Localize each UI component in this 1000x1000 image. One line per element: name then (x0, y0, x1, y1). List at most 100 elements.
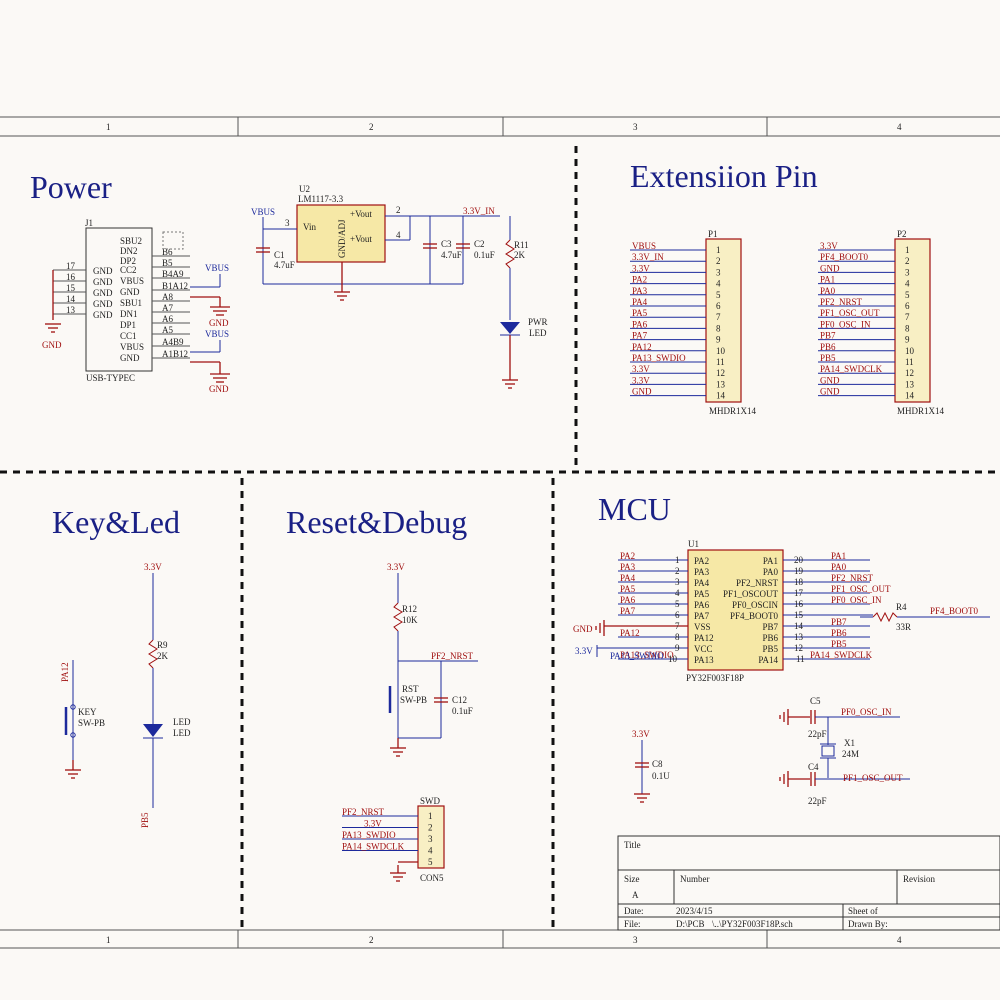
j1-mid-pin: DP1 (120, 320, 136, 330)
p1-name: MHDR1X14 (709, 406, 757, 416)
mcu-left-num: 2 (675, 566, 680, 576)
key-swpb: SW-PB (78, 718, 105, 728)
j1-left-num: 14 (66, 294, 76, 304)
section-dividers (0, 146, 1000, 928)
vbus-label-2: VBUS (205, 329, 229, 339)
p1-net: PA6 (632, 319, 648, 329)
j1-left-pin: GND (93, 299, 113, 309)
j1-mid-pin: VBUS (120, 342, 144, 352)
led-label: LED (173, 717, 191, 727)
p2-pin-num: 3 (905, 267, 910, 277)
mcu-right-num: 20 (794, 555, 804, 565)
r4-value: 33R (896, 622, 911, 632)
tb-drawn: Drawn By: (848, 919, 888, 929)
p2-net: PA1 (820, 275, 835, 285)
p1-pin-num: 9 (716, 335, 721, 345)
swd-pin-num: 3 (428, 834, 433, 844)
j1-right-num: B5 (162, 258, 173, 268)
tb-revision: Revision (903, 874, 936, 884)
mcu-33v-label: 3.3V (575, 646, 593, 656)
p2-pin-num: 11 (905, 357, 914, 367)
p2-pin-num: 7 (905, 312, 910, 322)
swd-net: 3.3V (364, 819, 382, 829)
mcu-right-num: 13 (794, 632, 804, 642)
mcu-left-net: PA12 (620, 628, 640, 638)
mcu-right-num: 11 (796, 654, 805, 664)
j1-mid-pin: CC2 (120, 265, 137, 275)
p1-net: 3.3V (632, 263, 650, 273)
j1-right-pin: SBU2 (120, 236, 142, 246)
mcu-left-pin: PA12 (694, 633, 714, 643)
p2-net: PF2_NRST (820, 297, 863, 307)
j1-right-pin: DP2 (120, 256, 136, 266)
u2-vout1: +Vout (350, 209, 372, 219)
col-label-1: 1 (106, 122, 111, 132)
p2-pin-num: 13 (905, 379, 915, 389)
c12-value: 0.1uF (452, 706, 473, 716)
p2-pin-num: 12 (905, 368, 914, 378)
c1-ref: C1 (274, 250, 285, 260)
c4-value: 22pF (808, 796, 827, 806)
mcu-left-num: 9 (675, 643, 680, 653)
j1-right-num: B4A9 (162, 269, 184, 279)
mcu-right-net: PB6 (831, 628, 847, 638)
mcu-gnd-label: GND (573, 624, 593, 634)
crystal-circuit: C5 22pF PF0_OSC_IN X1 24M C4 22pF PF1_OS… (779, 696, 910, 806)
j1-right-num: A8 (162, 292, 173, 302)
led-label-2: LED (173, 728, 191, 738)
c3-value: 4.7uF (441, 250, 462, 260)
p1-net: 3.3V_IN (632, 252, 664, 262)
p1-pin-num: 1 (716, 245, 721, 255)
p1-pin-num: 3 (716, 267, 721, 277)
u1-ref: U1 (688, 539, 699, 549)
j1-ref: J1 (85, 218, 93, 228)
swd-pin-num: 1 (428, 811, 433, 821)
j1-right-num: A1B12 (162, 349, 188, 359)
tb-date-value: 2023/4/15 (676, 906, 713, 916)
u2-name: LM1117-3.3 (298, 194, 344, 204)
tb-file-value: D:\PCB (676, 919, 705, 929)
gnd-label-2: GND (209, 384, 229, 394)
c4-ref: C4 (808, 762, 819, 772)
p1-net: 3.3V (632, 375, 650, 385)
decoupling-c8: 3.3V C8 0.1U (632, 729, 670, 803)
j1-left-num: 15 (66, 283, 76, 293)
j1-left-num: 16 (66, 272, 76, 282)
p2-pin-num: 8 (905, 323, 910, 333)
mcu-left-net: PA6 (620, 595, 636, 605)
j1-mid-pin: CC1 (120, 331, 137, 341)
key-led-circuit: PA12 KEY SW-PB 3.3V R9 2K LED LED PB5 (60, 562, 191, 828)
mcu-right-net: PF2_NRST (831, 573, 874, 583)
mcu-right-num: 12 (794, 643, 803, 653)
c2-ref: C2 (474, 239, 485, 249)
rst-swpb: SW-PB (400, 695, 427, 705)
p1-pin-num: 7 (716, 312, 721, 322)
mcu-left-net: PA3 (620, 562, 636, 572)
j1-name: USB-TYPEC (86, 373, 135, 383)
mcu-left-pin: PA3 (694, 567, 710, 577)
gnd-label-1: GND (209, 318, 229, 328)
p1-pin-num: 6 (716, 301, 721, 311)
x1-ref: X1 (844, 738, 855, 748)
mcu-right-num: 18 (794, 577, 804, 587)
mcu-left-pin: PA4 (694, 578, 710, 588)
p1-net: 3.3V (632, 364, 650, 374)
u2-pin2: 2 (396, 205, 401, 215)
mcu-right-net: PA14_SWDCLK (810, 650, 873, 660)
u2-ref: U2 (299, 184, 310, 194)
p1-pin-num: 5 (716, 290, 721, 300)
c2-value: 0.1uF (474, 250, 495, 260)
j1-mid-pin: GND (120, 287, 140, 297)
p2-net: 3.3V (820, 241, 838, 251)
mcu-left-pin: PA6 (694, 600, 710, 610)
pa12-vertical: PA12 (60, 662, 70, 682)
reset-nrst: PF2_NRST (431, 651, 474, 661)
p2-pin-num: 4 (905, 279, 910, 289)
mcu-left-num: 3 (675, 577, 680, 587)
keyled-33v: 3.3V (144, 562, 162, 572)
j1-right-num: A5 (162, 325, 173, 335)
vbus-label-1: VBUS (205, 263, 229, 273)
frame: 1 2 3 4 1 2 3 4 (0, 116, 1000, 949)
u1-name: PY32F003F18P (686, 673, 744, 683)
